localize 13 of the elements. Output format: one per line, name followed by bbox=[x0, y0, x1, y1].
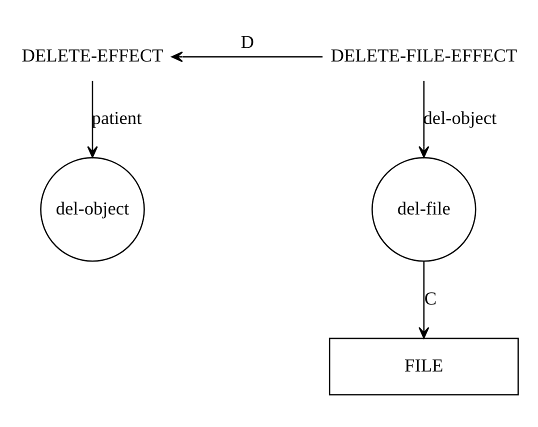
arrow bbox=[418, 260, 430, 338]
node-text: DELETE-FILE-EFFECT bbox=[330, 45, 518, 66]
arrow bbox=[87, 80, 98, 158]
node-circle: del-object bbox=[40, 156, 145, 262]
arrow bbox=[171, 50, 323, 62]
edge-label: patient bbox=[92, 107, 142, 128]
edge-label: D bbox=[240, 31, 254, 52]
arrow bbox=[418, 80, 430, 158]
edge-label: del-object bbox=[423, 107, 497, 128]
edge-label: C bbox=[424, 288, 437, 308]
node-text: DELETE-EFFECT bbox=[22, 45, 164, 66]
node-box: FILE bbox=[328, 337, 519, 395]
node-circle: del-file bbox=[372, 156, 476, 262]
